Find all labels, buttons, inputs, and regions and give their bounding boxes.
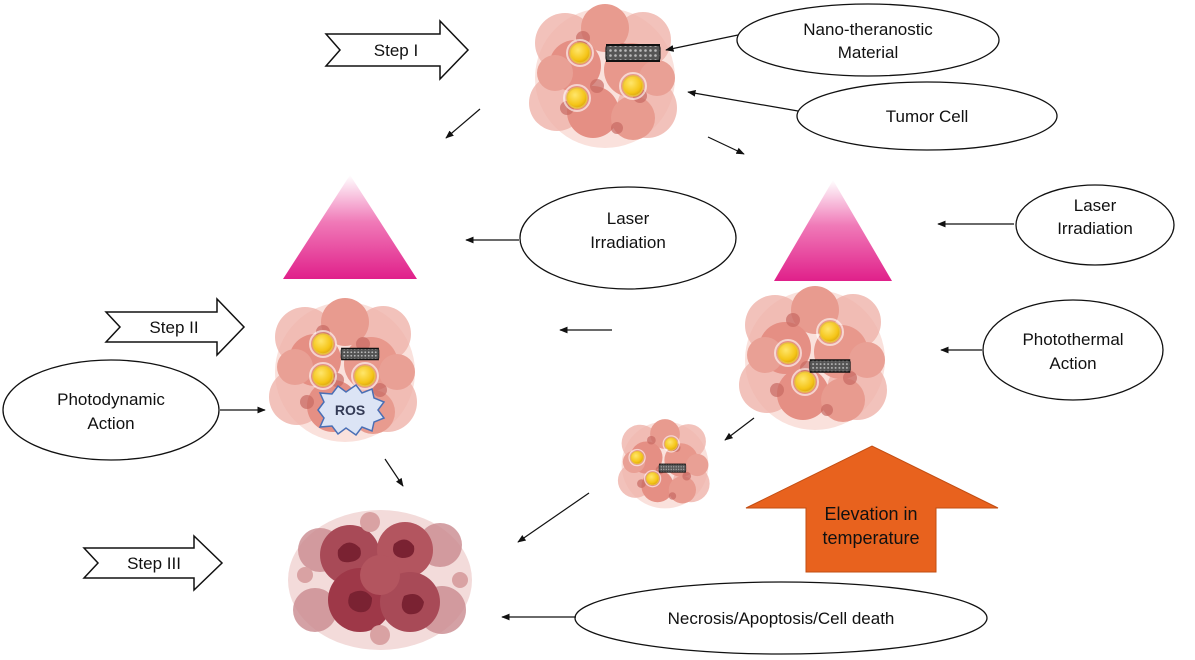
callout-necrosis: Necrosis/Apoptosis/Cell death [574,581,988,655]
step2-arrow: Step II [104,297,246,357]
laser-beam-right [774,180,892,281]
callout-laser-irradiation-right: Laser Irradiation [1015,184,1175,266]
ros-label: ROS [335,402,365,418]
ros-burst-icon: ROS [317,383,386,437]
elevation-label-line2: temperature [822,528,919,548]
svg-text:Irradiation: Irradiation [590,233,666,252]
tumor-cluster-photothermal [739,286,887,430]
svg-text:Material: Material [838,43,898,62]
callout-photodynamic-action: Photodynamic Action [2,359,220,461]
arrow-step1-to-right [707,136,745,155]
svg-text:Photodynamic: Photodynamic [57,390,165,409]
callout-laser-irradiation-left: Laser Irradiation [519,186,737,290]
svg-text:Laser: Laser [607,209,650,228]
svg-text:Irradiation: Irradiation [1057,219,1133,238]
arrow-step1-to-left [445,108,481,139]
svg-text:Action: Action [87,414,134,433]
arrow-nano-to-tube [665,34,739,52]
temperature-rise-arrow: Elevation in temperature [745,445,999,573]
svg-text:Photothermal: Photothermal [1022,330,1123,349]
nanotube-icon [809,359,851,373]
step3-label: Step III [127,554,181,573]
arrow-pdt-to-death [384,458,404,487]
tumor-cluster-photodynamic: ROS [269,298,417,442]
nanotube-icon [658,463,687,473]
svg-text:Nano-theranostic: Nano-theranostic [803,20,933,39]
arrow-tumorcell-to-tumor [687,89,799,112]
arrow-ptt-to-small [724,417,755,441]
step2-label: Step II [149,318,198,337]
elevation-label-line1: Elevation in [824,504,917,524]
laser-beam-left [283,175,417,279]
tumor-cluster-step1 [529,4,677,148]
step1-label: Step I [374,41,418,60]
necrotic-tissue [288,510,472,650]
connector-arrows [220,34,1014,621]
callout-nano-material: Nano-theranostic Material [736,3,1000,77]
callout-photothermal-action: Photothermal Action [982,299,1164,401]
svg-text:Laser: Laser [1074,196,1117,215]
nanotube-icon [605,44,661,62]
svg-text:Action: Action [1049,354,1096,373]
arrow-small-to-death [517,492,590,543]
nanotube-icon [340,347,380,361]
callout-tumor-cell: Tumor Cell [796,81,1058,151]
svg-text:Tumor Cell: Tumor Cell [886,107,969,126]
tumor-cluster-heated [617,419,710,509]
step1-arrow: Step I [324,19,470,81]
step3-arrow: Step III [82,534,224,592]
svg-text:Necrosis/Apoptosis/Cell death: Necrosis/Apoptosis/Cell death [668,609,895,628]
